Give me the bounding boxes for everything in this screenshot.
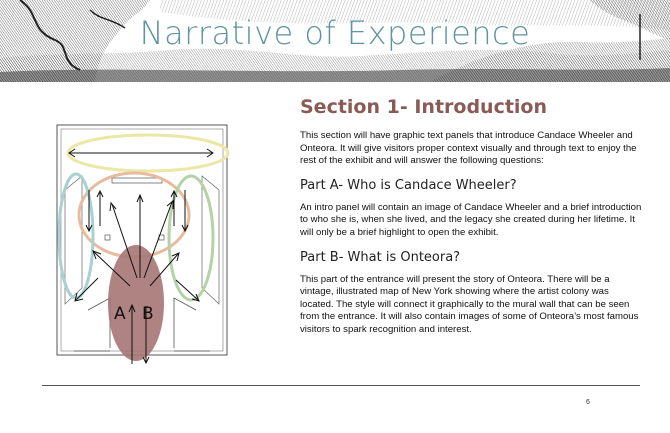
part-a-body: An intro panel will contain an image of … bbox=[300, 201, 642, 238]
arrow-left-down-head bbox=[85, 224, 93, 233]
section-title: Section 1- Introduction bbox=[300, 96, 548, 118]
header-banner: Narrative of Experience bbox=[0, 0, 670, 82]
arrow-left-out-head bbox=[74, 292, 84, 302]
page-number: 6 bbox=[586, 399, 590, 406]
part-a-title: Part A- Who is Candace Wheeler? bbox=[300, 177, 517, 193]
plan-entrance-wall-left bbox=[87, 297, 111, 348]
arrow-right-out-head bbox=[191, 293, 200, 302]
zone-entrance-ellipse bbox=[108, 245, 164, 361]
arrow-top-left-head bbox=[68, 148, 76, 158]
zone-green-ellipse bbox=[167, 174, 215, 302]
plan-left-niche bbox=[64, 175, 83, 305]
landscape-engraving bbox=[0, 0, 670, 82]
banner-title: Narrative of Experience bbox=[139, 14, 531, 52]
arrow-upper-left-diag bbox=[111, 203, 138, 279]
arrow-upper-right-diag bbox=[143, 201, 173, 279]
arrow-lower-left-diag-head bbox=[92, 250, 102, 260]
arrow-left-out bbox=[75, 277, 99, 301]
section-intro: This section will have graphic text pane… bbox=[300, 130, 637, 167]
arrow-mid-left-head bbox=[96, 189, 104, 198]
arrow-exit-out-head bbox=[142, 356, 150, 365]
floor-plan-diagram: A B bbox=[52, 118, 240, 369]
content-column: Section 1- Introduction This section wil… bbox=[300, 96, 645, 337]
plan-entrance-wall-right bbox=[173, 297, 197, 348]
flow-arrows bbox=[68, 148, 214, 368]
zone-yellow-ellipse bbox=[66, 133, 230, 173]
arrow-up-center-head bbox=[136, 193, 144, 203]
arrow-upper-right-diag-head bbox=[166, 199, 174, 209]
plan-right-niche bbox=[201, 175, 220, 305]
arrow-right-down-head bbox=[181, 224, 189, 233]
plan-top-panel bbox=[111, 177, 163, 184]
plan-pedestal-left bbox=[104, 234, 111, 241]
arrow-right-up-head bbox=[170, 189, 178, 198]
zone-orange-ellipse bbox=[77, 171, 191, 259]
arrow-right-out bbox=[175, 279, 199, 301]
plan-label-b: B bbox=[142, 304, 154, 324]
arrow-entry-in-head bbox=[128, 303, 136, 313]
footer-rule bbox=[42, 385, 640, 386]
arrow-lower-right-diag-head bbox=[171, 252, 180, 262]
floor-plan-svg: A B bbox=[56, 124, 230, 368]
arrow-lower-left-diag bbox=[93, 251, 131, 287]
arrow-lower-right-diag bbox=[149, 253, 179, 287]
arrow-upper-left-diag-head bbox=[109, 201, 117, 212]
part-b-title: Part B- What is Onteora? bbox=[300, 249, 461, 265]
plan-label-a: A bbox=[114, 304, 126, 324]
arrow-top-right-head bbox=[206, 148, 214, 158]
part-b-body: This part of the entrance will present t… bbox=[300, 273, 639, 335]
